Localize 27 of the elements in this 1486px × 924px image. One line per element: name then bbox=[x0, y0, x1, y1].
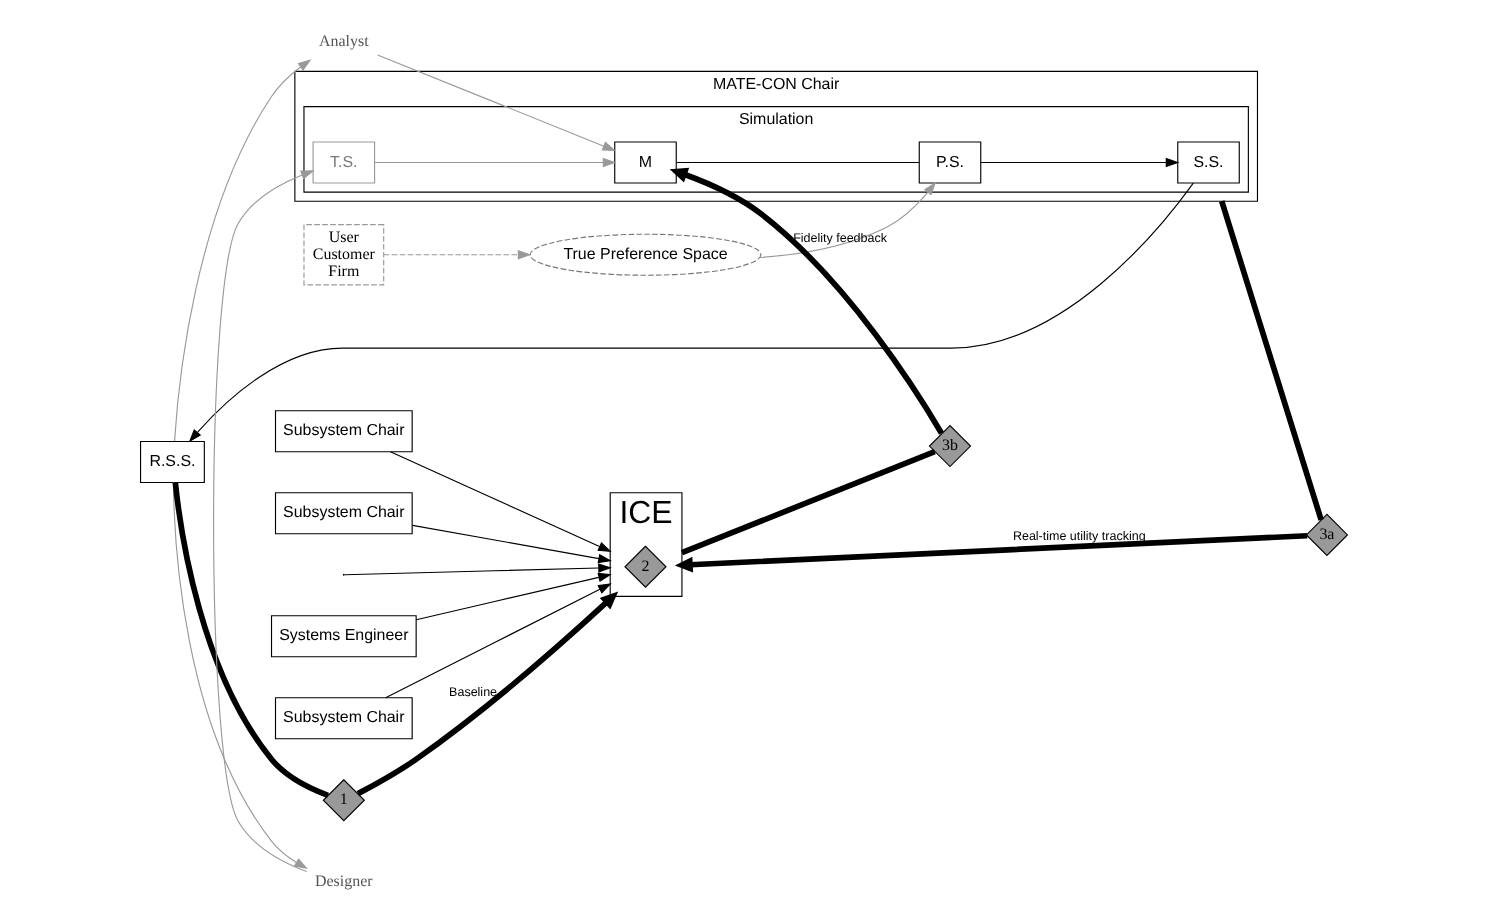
node-text: Designer bbox=[314, 872, 372, 891]
arrow bbox=[212, 170, 314, 873]
node-diamond: 3b bbox=[927, 424, 971, 468]
node-diamond: 2 bbox=[623, 545, 666, 589]
node-diamond: 1 bbox=[321, 778, 365, 822]
arrow bbox=[376, 54, 616, 152]
arrow bbox=[384, 583, 611, 699]
arrow bbox=[673, 532, 1307, 573]
connector bbox=[679, 449, 935, 556]
arrow bbox=[668, 167, 943, 435]
arrow bbox=[758, 181, 936, 259]
arrow bbox=[388, 451, 611, 553]
node-text: Analyst bbox=[318, 31, 368, 50]
arrow bbox=[373, 157, 616, 168]
arrow bbox=[979, 157, 1179, 168]
arrow bbox=[410, 524, 611, 573]
arrow bbox=[382, 249, 531, 260]
connector bbox=[675, 161, 919, 164]
connector bbox=[171, 482, 329, 799]
node-box: User Customer Firm bbox=[302, 224, 384, 286]
node-diamond: 3a bbox=[1304, 513, 1348, 557]
connector bbox=[1218, 200, 1323, 521]
arrow bbox=[355, 591, 618, 797]
arrow bbox=[414, 563, 611, 621]
arrow bbox=[173, 59, 311, 442]
arrow bbox=[187, 182, 1193, 443]
arrow bbox=[343, 553, 611, 583]
